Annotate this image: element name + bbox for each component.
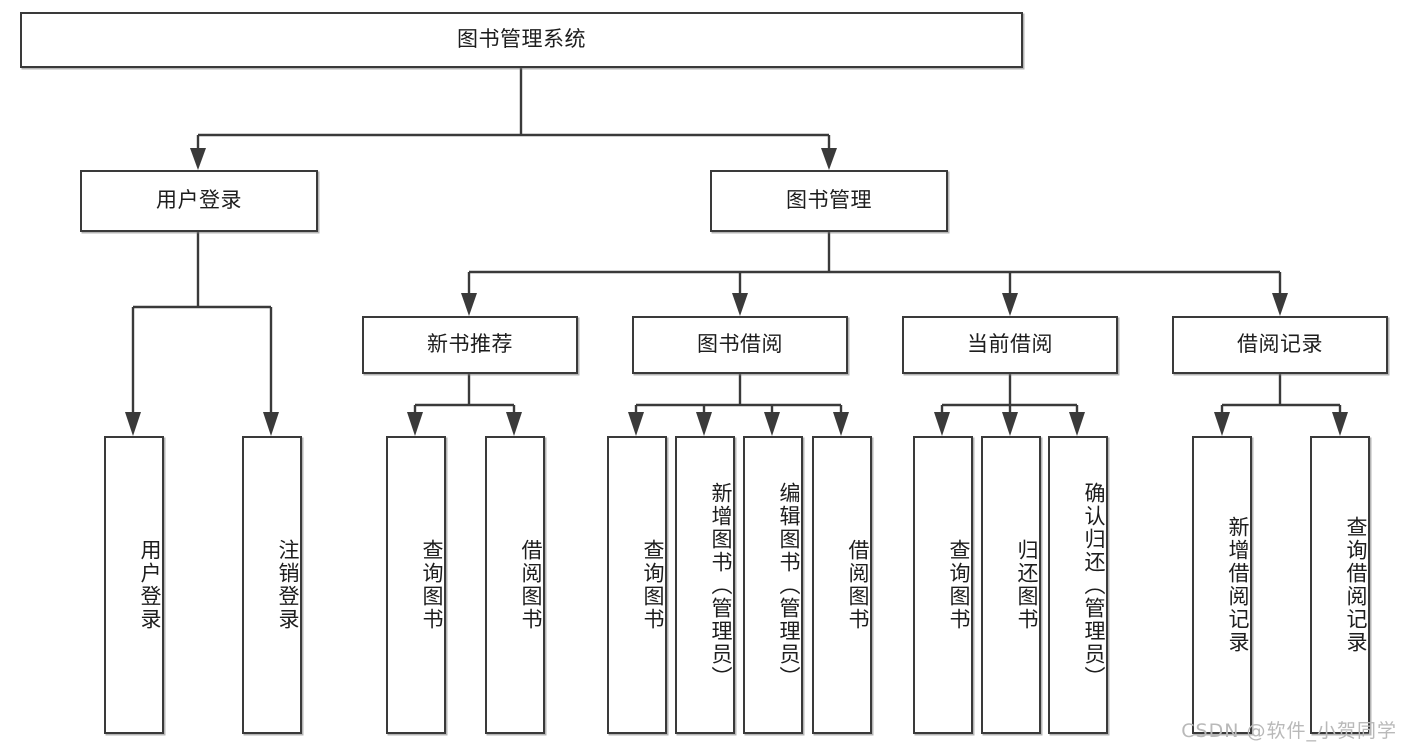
node-root-system[interactable]: 图书管理系统: [20, 12, 1023, 68]
leaf-add-borrow-record[interactable]: 新增借阅记录: [1192, 436, 1252, 734]
node-label: 新增借阅记录: [1226, 516, 1250, 654]
node-label: 查询借阅记录: [1344, 516, 1368, 654]
node-label: 确认归还（管理员）: [1082, 481, 1106, 689]
leaf-query-borrow-record[interactable]: 查询借阅记录: [1310, 436, 1370, 734]
node-label: 新书推荐: [427, 332, 513, 357]
node-label: 图书借阅: [697, 332, 783, 357]
node-label: 图书管理系统: [457, 27, 586, 52]
node-label: 查询图书: [947, 539, 971, 631]
node-label: 用户登录: [156, 188, 242, 213]
node-user-login[interactable]: 用户登录: [80, 170, 318, 232]
node-label: 借阅记录: [1237, 332, 1323, 357]
node-label: 借阅图书: [519, 539, 543, 631]
leaf-borrow-book-recommend[interactable]: 借阅图书: [485, 436, 545, 734]
leaf-query-book-current[interactable]: 查询图书: [913, 436, 973, 734]
node-label: 借阅图书: [846, 539, 870, 631]
leaf-user-logout[interactable]: 注销登录: [242, 436, 302, 734]
node-borrow-record[interactable]: 借阅记录: [1172, 316, 1388, 374]
leaf-add-book-admin[interactable]: 新增图书（管理员）: [675, 436, 735, 734]
leaf-borrow-book[interactable]: 借阅图书: [812, 436, 872, 734]
leaf-user-login[interactable]: 用户登录: [104, 436, 164, 734]
node-label: 编辑图书（管理员）: [777, 481, 801, 689]
node-label: 用户登录: [138, 539, 162, 631]
leaf-query-book-borrow[interactable]: 查询图书: [607, 436, 667, 734]
leaf-confirm-return-admin[interactable]: 确认归还（管理员）: [1048, 436, 1108, 734]
node-book-management[interactable]: 图书管理: [710, 170, 948, 232]
node-label: 注销登录: [276, 539, 300, 631]
node-label: 查询图书: [641, 539, 665, 631]
node-label: 图书管理: [786, 188, 872, 213]
node-label: 查询图书: [420, 539, 444, 631]
node-new-book-recommend[interactable]: 新书推荐: [362, 316, 578, 374]
node-current-borrow[interactable]: 当前借阅: [902, 316, 1118, 374]
node-label: 新增图书（管理员）: [709, 481, 733, 689]
node-label: 当前借阅: [967, 332, 1053, 357]
leaf-query-book-recommend[interactable]: 查询图书: [386, 436, 446, 734]
csdn-watermark: CSDN @软件_小贺同学: [1181, 720, 1397, 742]
leaf-edit-book-admin[interactable]: 编辑图书（管理员）: [743, 436, 803, 734]
leaf-return-book[interactable]: 归还图书: [981, 436, 1041, 734]
node-book-borrow[interactable]: 图书借阅: [632, 316, 848, 374]
node-label: 归还图书: [1015, 539, 1039, 631]
